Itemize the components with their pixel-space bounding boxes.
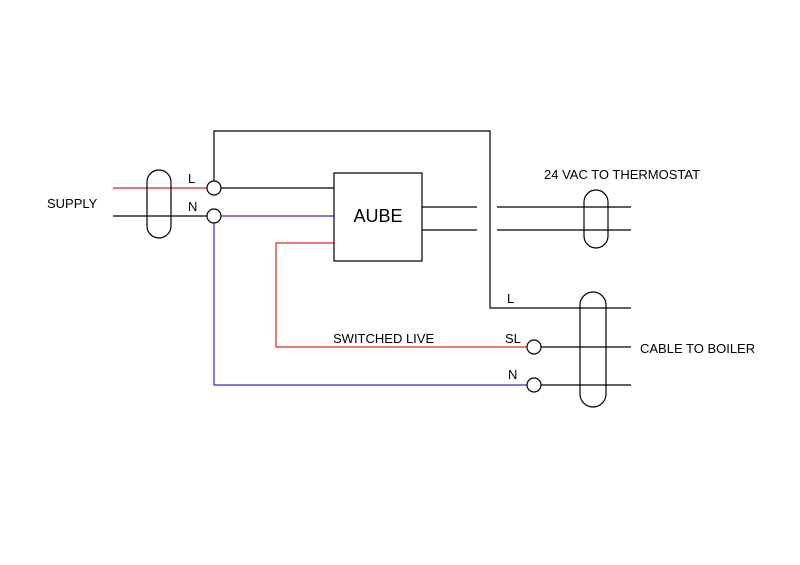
boiler-cable-sleeve xyxy=(579,291,607,408)
terminal-sl xyxy=(526,339,542,355)
boiler-sl-label: SL xyxy=(505,331,521,346)
thermostat-cable-sleeve xyxy=(583,189,609,249)
supply-cable-sleeve xyxy=(146,169,172,239)
terminal-l-label: L xyxy=(188,171,195,186)
live-to-boiler-wire xyxy=(213,130,631,309)
switched-live-wire xyxy=(275,242,527,348)
terminal-boiler-n xyxy=(526,377,542,393)
boiler-l-label: L xyxy=(507,291,514,306)
terminal-n-label: N xyxy=(188,199,197,214)
supply-label: SUPPLY xyxy=(47,196,98,211)
switched-live-label: SWITCHED LIVE xyxy=(333,331,434,346)
terminal-l xyxy=(206,180,222,196)
aube-box xyxy=(333,172,423,262)
cable-to-boiler-label: CABLE TO BOILER xyxy=(640,341,755,356)
terminal-n xyxy=(206,208,222,224)
aube-label: AUBE xyxy=(353,206,402,226)
boiler-n-label: N xyxy=(508,367,517,382)
neutral-to-boiler-wire xyxy=(213,223,527,386)
thermostat-label: 24 VAC TO THERMOSTAT xyxy=(544,167,700,182)
